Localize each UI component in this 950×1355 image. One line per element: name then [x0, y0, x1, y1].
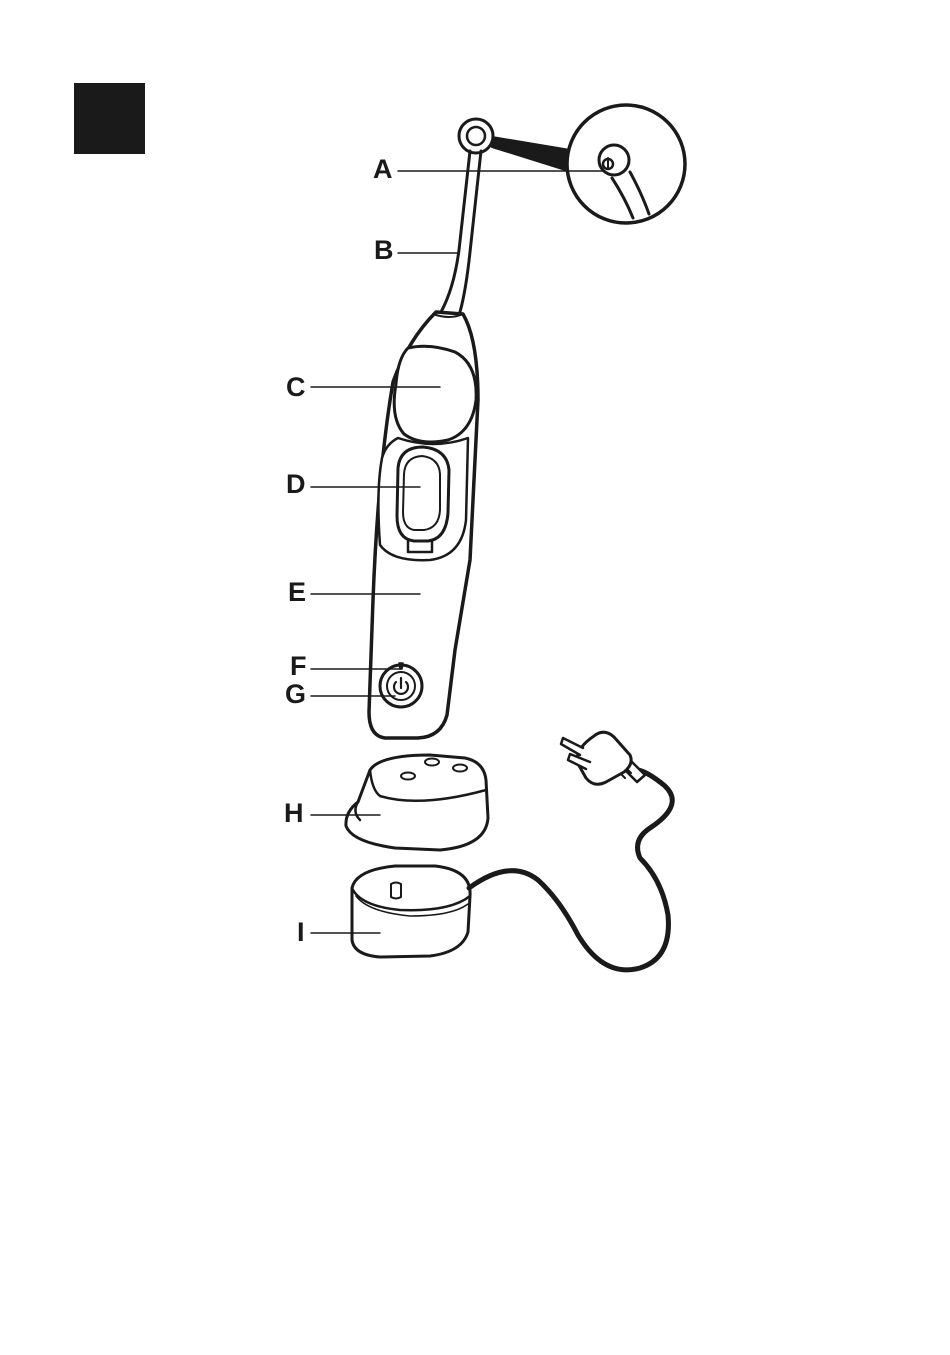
callout-g: G [285, 679, 306, 709]
handle [369, 312, 478, 738]
callout-d: D [286, 469, 306, 499]
power-cord-and-plug [469, 732, 672, 970]
nozzle [441, 151, 481, 312]
callout-h: H [284, 798, 304, 828]
charger-base [352, 866, 470, 957]
callout-f: F [290, 651, 307, 681]
callout-c: C [286, 372, 306, 402]
callout-e: E [288, 577, 306, 607]
callout-i: I [297, 917, 305, 947]
charger-cover [346, 755, 488, 850]
callout-b: B [374, 235, 394, 265]
nozzle-tip-detail [459, 105, 685, 223]
callout-a: A [373, 154, 393, 184]
